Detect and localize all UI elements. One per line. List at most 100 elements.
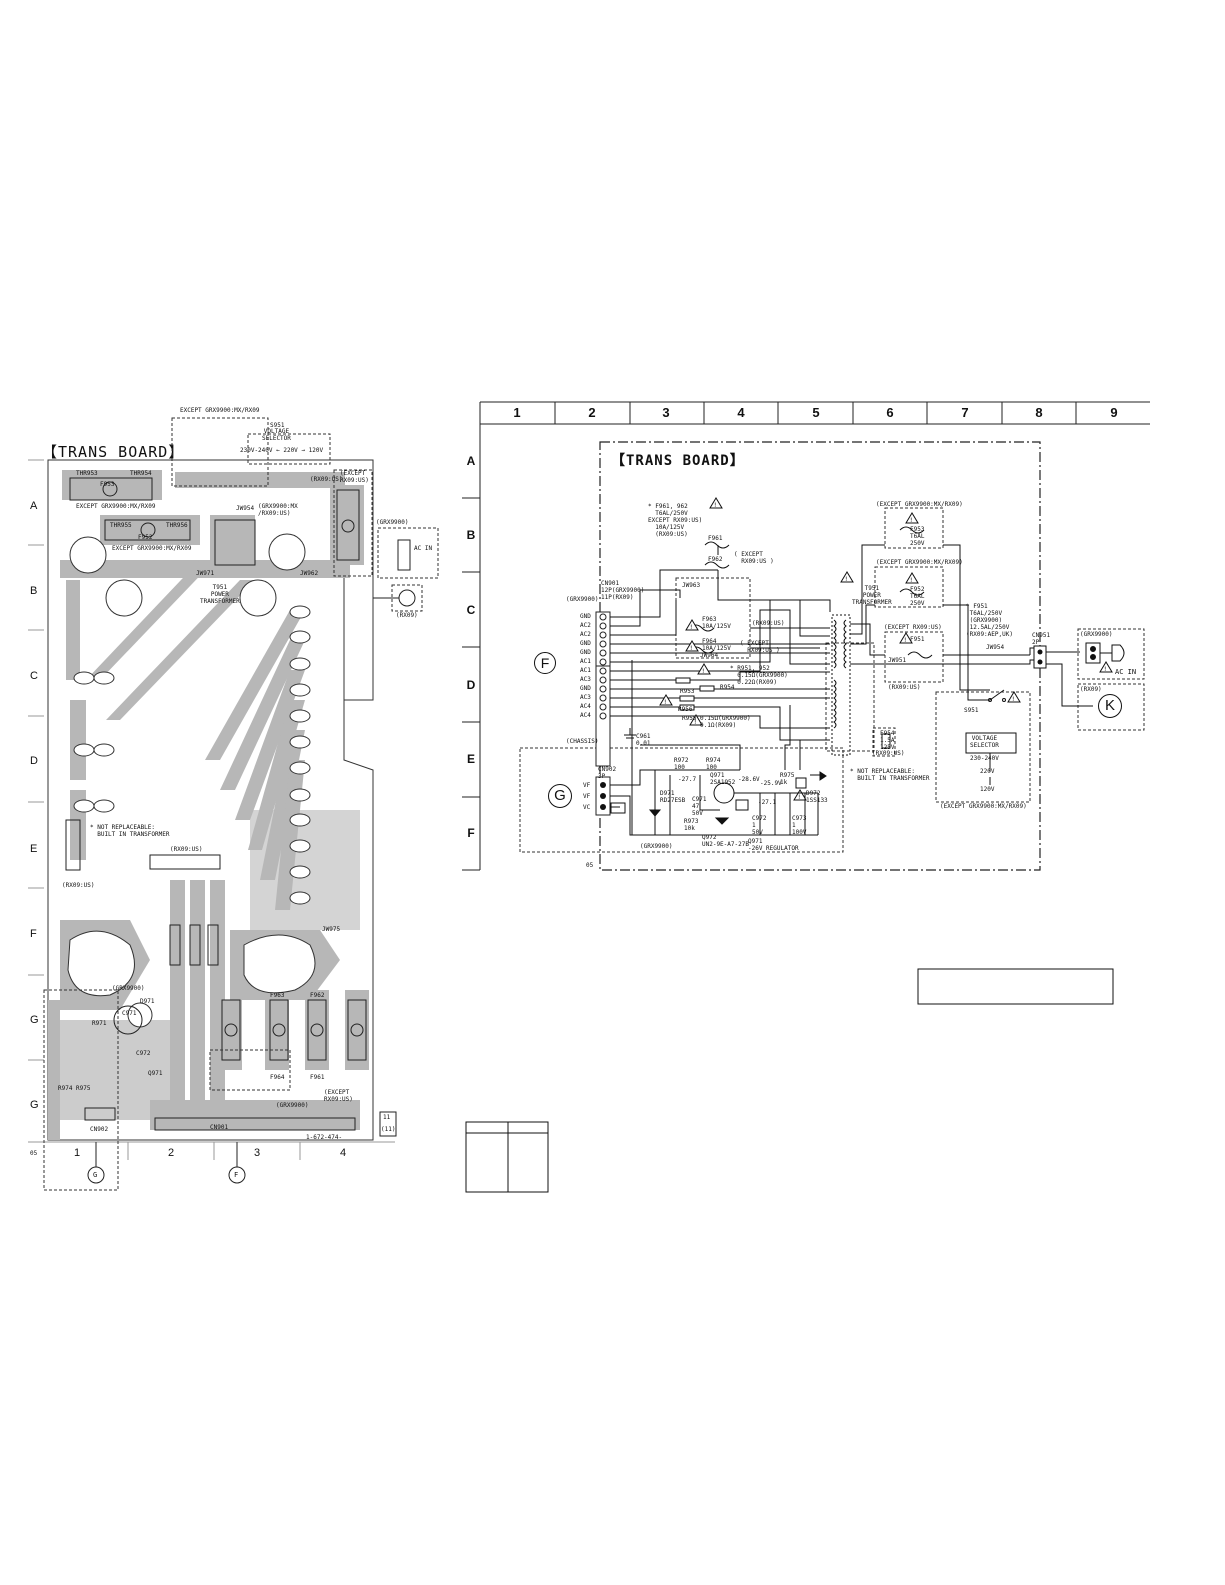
sch-not-replaceable: * NOT REPLACEABLE: BUILT IN TRANSFORMER [850,768,930,782]
sch-cn902-pin: VC [583,804,591,811]
sch-r975: R975 1k [780,772,795,786]
sch-col-label: 7 [961,405,969,420]
sch-r954: R954 [720,684,735,691]
pcb-except-rx09: (EXCEPT RX09:US) [340,470,369,484]
pcb-c972: C972 [136,1050,151,1057]
pcb-tag-a: 11 [383,1114,391,1121]
pcb-conn-g: G [93,1171,98,1179]
sch-c971: C971 47 50V [692,796,707,817]
sch-v3: 120V [980,786,995,793]
pcb-col-label: 2 [168,1147,175,1159]
pcb-except-a: EXCEPT GRX9900:MX/RX09 [76,503,156,510]
pcb-bottom-code: 05 [30,1150,38,1157]
pcb-grx9900-g: (GRX9900) [112,985,145,992]
svg-text:!: ! [1104,666,1106,673]
pcb-cn902: CN902 [90,1126,109,1133]
pcb-col-label: 1 [74,1147,81,1159]
sch-except-grx-mid: (EXCEPT GRX9900:MX/RX09) [876,559,963,566]
sch-q972: Q972 UN2-9E-A7-27B [702,834,749,848]
sch-col-label: 3 [662,405,670,420]
pcb-f952: F952 [138,534,153,541]
sch-f953: F953 T6AL 250V [910,526,925,547]
sch-f963: F963 10A/125V [702,616,731,630]
sch-cn901-pin: GND [580,685,591,692]
pcb-row-label: B [30,585,38,597]
sch-cn902-label: CN902 3P [598,766,617,780]
pcb-voltage-selector: VOLTAGE SELECTOR [262,428,291,442]
sch-cn901-pin: AC2 [580,631,591,638]
pcb-s951: S951 [270,422,285,429]
pcb-rx09us-top: (RX09:US) [310,476,343,483]
pcb-f962: F962 [310,992,325,999]
sch-row-label: F [467,826,475,840]
pcb-thr956: THR956 [166,522,188,529]
pcb-r971: R971 [92,1020,107,1027]
sch-cn902-pin: VF [583,793,591,800]
sch-fuse-note: * F961, 962 T6AL/250V EXCEPT RX09:US) 10… [648,503,703,538]
pcb-r975: R975 [76,1085,91,1092]
pcb-c971: C971 [122,1010,137,1017]
sch-s951: S951 [964,707,979,714]
sch-row-label: A [466,454,476,468]
sch-grx9900-ac: (GRX9900) [1080,631,1113,638]
pcb-row-label: F [30,928,37,940]
sch-d972: D972 1SS133 [806,790,828,804]
svg-text:!: ! [1012,696,1014,703]
pcb-col-label: 3 [254,1147,261,1159]
sch-cn901-pin: GND [580,640,591,647]
sch-jw963: JW963 [682,582,701,589]
sch-cn901-pin: AC4 [580,712,591,719]
pcb-row-label: D [30,755,38,767]
pcb-d971: D971 [140,998,155,1005]
sch-r973: R973 10k [684,818,699,832]
sch-bottom-code: 05 [586,862,594,869]
pcb-r974: R974 [58,1085,73,1092]
sch-r955: R955 0.15Ω(GRX9900) 0.1Ω(RX09) [682,715,751,729]
sch-cn901-pin: GND [580,613,591,620]
sch-r951-952: * R951, 952 0.15Ω(GRX9900) 0.22Ω(RX09) [730,665,788,686]
sch-grx9900-label: (GRX9900) [566,596,599,603]
sch-row-label: E [466,752,475,766]
sch-col-label: 4 [737,405,745,420]
pcb-row-label: G [30,1014,39,1026]
pcb-except-rx09us: (EXCEPT RX09:US) [324,1089,353,1103]
sch-col-label: 6 [886,405,894,420]
sch-cn901-pin: AC4 [580,703,591,710]
sch-d971: D971 RD27ESB [660,790,686,804]
sch-except-grx-bot: (EXCEPT GRX9900:MX/RX09) [940,803,1027,810]
sch-v27: -27.1 [758,799,777,806]
sch-t951: T951 POWER TRANSFORMER [852,585,892,606]
pcb-rx09-plug: (RX09) [396,612,418,619]
sch-f962: F962 [708,556,723,563]
sch-r953: R953 [680,688,695,695]
schematic-title: 【TRANS BOARD】 [611,453,745,469]
pcb-title: 【TRANS BOARD】 [42,443,185,461]
sch-cn901-pin: GND [580,649,591,656]
pcb-row-label: G [30,1099,39,1111]
sch-col-label: 5 [812,405,820,420]
pcb-except-top: EXCEPT GRX9900:MX/RX09 [180,407,260,414]
sch-jw964: JW964 [700,652,719,659]
sch-q971: Q971 2SA1952 [710,772,736,786]
sch-f954: F954 1.5A 125V [880,730,895,751]
pcb-row-label: E [30,843,38,855]
pcb-f953: F953 [100,481,115,488]
sch-r972: R972 100 [674,757,689,771]
sch-rx09-k: (RX09) [1080,686,1102,693]
sch-f964: F964 10A/125V [702,638,731,652]
sch-c972: C972 1 50V [752,815,767,836]
sch-row-label: D [466,678,476,692]
sch-v-25: -25.9V [760,780,782,787]
sch-rx09us-a: (RX09:US) [752,620,785,627]
pcb-rx09us-left: (RX09:US) [62,882,95,889]
sch-v-neg2: -28.6V [738,776,760,783]
pcb-tag-b: (11) [381,1126,396,1133]
sch-cn901-pin: AC2 [580,622,591,629]
sch-f951: F951 [910,636,925,643]
pcb-jw954: JW954 [236,505,255,512]
pcb-cn901: CN901 [210,1124,229,1131]
svg-text:!: ! [798,794,800,801]
sch-jw951: JW951 [888,657,907,664]
sch-col-label: 2 [588,405,596,420]
